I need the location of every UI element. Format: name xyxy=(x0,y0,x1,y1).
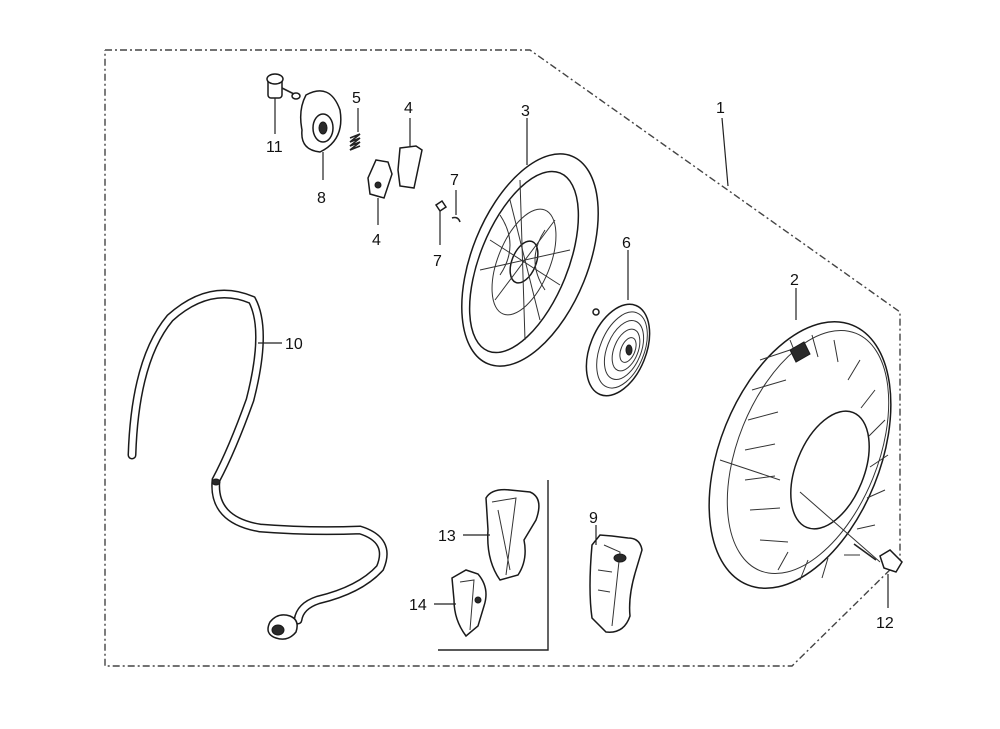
callout-11: 11 xyxy=(266,139,283,156)
callout-8: 8 xyxy=(317,190,326,207)
part-12-bolt xyxy=(799,491,903,608)
part-11-bolt xyxy=(266,73,301,134)
part-6-recoil-spring xyxy=(585,250,651,397)
part-9-handle xyxy=(589,525,643,633)
callout-3: 3 xyxy=(521,103,530,120)
part-1-leader xyxy=(721,117,729,187)
callout-4-upper: 4 xyxy=(404,100,413,117)
part-2-starter-case xyxy=(708,288,892,589)
part-8-drive-plate xyxy=(299,90,342,180)
part-5-spring xyxy=(349,108,361,151)
part-10-rope xyxy=(127,289,388,640)
callout-14: 14 xyxy=(409,597,427,614)
callout-12: 12 xyxy=(876,615,894,632)
part-7-pins xyxy=(434,190,461,245)
part-14-handle xyxy=(434,569,487,638)
callout-7-upper: 7 xyxy=(450,172,459,189)
callout-7-lower: 7 xyxy=(433,253,442,270)
callout-9: 9 xyxy=(589,510,598,527)
callout-1: 1 xyxy=(716,100,725,117)
part-4-pawl-upper xyxy=(397,118,423,189)
callout-5: 5 xyxy=(352,90,361,107)
callout-2: 2 xyxy=(790,272,799,289)
callout-13: 13 xyxy=(438,528,456,545)
part-4-pawl-lower xyxy=(367,159,393,225)
callout-6: 6 xyxy=(622,235,631,252)
part-3-reel xyxy=(461,118,599,367)
callout-10: 10 xyxy=(285,336,303,353)
option-group-box xyxy=(438,480,549,651)
callout-4-lower: 4 xyxy=(372,232,381,249)
part-13-handle xyxy=(463,488,540,581)
